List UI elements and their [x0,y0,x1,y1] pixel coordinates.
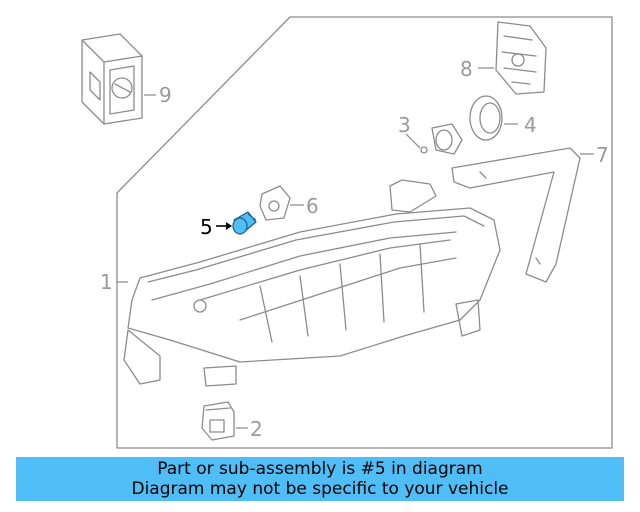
part-2-connector[interactable] [201,401,235,441]
part-4-cap[interactable] [469,95,503,141]
callout-7: 7 [596,143,609,167]
info-banner: Part or sub-assembly is #5 in diagram Di… [16,457,624,501]
assembly-frame [116,16,613,449]
leader-3 [405,133,421,149]
part-7-trim-strip[interactable] [451,147,581,283]
part-8-led-module[interactable] [495,21,547,95]
callout-6: 6 [306,194,319,218]
callout-2: 2 [250,417,263,441]
part-3-bulb[interactable] [420,123,463,155]
part-9-control-module[interactable] [81,33,143,125]
callout-3: 3 [398,113,411,137]
part-1-headlamp-housing[interactable] [123,179,501,387]
callout-4: 4 [524,113,537,137]
part-5-bulb-highlighted[interactable] [232,211,257,235]
leader-5-arrow [226,222,232,230]
callout-8: 8 [460,57,473,81]
callout-5: 5 [200,215,213,239]
parts-diagram: 9 8 4 3 7 6 5 [81,16,613,449]
banner-line-2: Diagram may not be specific to your vehi… [131,479,509,499]
part-6-bracket[interactable] [259,185,291,221]
callout-1: 1 [100,270,113,294]
callout-9: 9 [159,83,172,107]
banner-line-1: Part or sub-assembly is #5 in diagram [157,459,483,479]
